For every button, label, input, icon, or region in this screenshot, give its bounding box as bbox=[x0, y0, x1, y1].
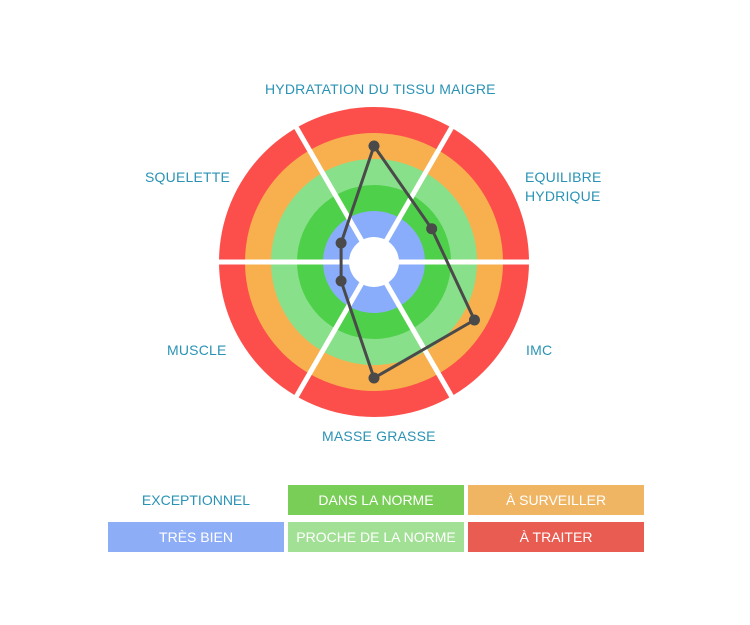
axis-label-imc: IMC bbox=[526, 342, 553, 358]
axis-label-masse-grasse: MASSE GRASSE bbox=[322, 428, 436, 444]
axis-label-equilibre: EQUILIBRE HYDRIQUE bbox=[525, 169, 602, 204]
legend-a-surveiller: À SURVEILLER bbox=[468, 485, 644, 515]
data-point-4 bbox=[368, 372, 380, 384]
legend-a-traiter: À TRAITER bbox=[468, 522, 644, 552]
axis-label-muscle: MUSCLE bbox=[167, 342, 227, 358]
legend-dans-la-norme: DANS LA NORME bbox=[288, 485, 464, 515]
sector-divider bbox=[371, 260, 455, 400]
data-point-5 bbox=[335, 275, 347, 287]
data-point-6 bbox=[335, 237, 347, 249]
sector-divider bbox=[371, 124, 455, 264]
sector-divider bbox=[293, 260, 377, 400]
legend-tres-bien: TRÈS BIEN bbox=[108, 522, 284, 552]
legend-exceptionnel: EXCEPTIONNEL bbox=[141, 492, 251, 508]
legend-proche-de-la-norme: PROCHE DE LA NORME bbox=[288, 522, 464, 552]
sector-divider bbox=[293, 124, 377, 264]
axis-label-hydratation: HYDRATATION DU TISSU MAIGRE bbox=[265, 81, 496, 97]
data-point-1 bbox=[368, 140, 380, 152]
data-point-2 bbox=[426, 223, 438, 235]
data-point-3 bbox=[468, 314, 480, 326]
axis-label-squelette: SQUELETTE bbox=[145, 169, 231, 185]
